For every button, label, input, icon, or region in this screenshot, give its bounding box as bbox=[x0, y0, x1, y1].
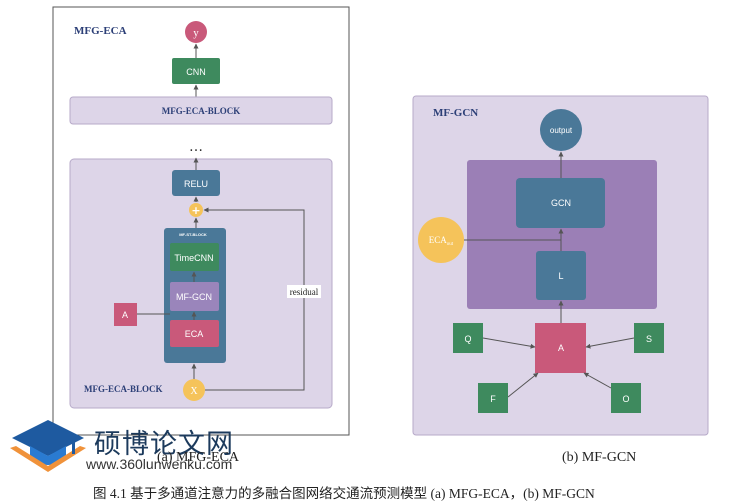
s-label: S bbox=[646, 334, 652, 344]
f-label: F bbox=[490, 394, 496, 404]
eca-out-main: ECA bbox=[429, 235, 448, 245]
o-node bbox=[611, 383, 641, 413]
q-label: Q bbox=[464, 334, 471, 344]
a-input-label: A bbox=[122, 310, 128, 320]
timecnn-label: TimeCNN bbox=[174, 253, 213, 263]
f-node bbox=[478, 383, 508, 413]
y-output-node bbox=[185, 21, 207, 43]
mfg-eca-block-bottom-label: MFG-ECA-BLOCK bbox=[84, 384, 163, 394]
mf-st-block-label: MF-ST-BLOCK bbox=[179, 232, 207, 237]
a-input-node bbox=[114, 303, 137, 326]
eca-out-subscript: out bbox=[447, 242, 454, 247]
relu-node bbox=[172, 170, 220, 196]
l-label: L bbox=[558, 271, 563, 281]
right-panel-title: MF-GCN bbox=[433, 107, 478, 119]
residual-label-bg bbox=[287, 285, 321, 298]
output-label: output bbox=[550, 126, 573, 135]
mfg-eca-block-top-label: MFG-ECA-BLOCK bbox=[162, 106, 241, 116]
watermark-logo: 硕博论文网 www.360lunwenku.com bbox=[8, 412, 268, 476]
relu-label: RELU bbox=[184, 179, 208, 189]
plus-node bbox=[189, 203, 203, 217]
gcn-container bbox=[467, 160, 657, 309]
a-center-node bbox=[535, 323, 586, 373]
eca-node bbox=[170, 320, 219, 347]
watermark-url: www.360lunwenku.com bbox=[86, 456, 233, 472]
figure-caption: 图 4.1 基于多通道注意力的多融合图网络交通流预测模型 (a) MFG-ECA… bbox=[93, 486, 595, 501]
eca-label: ECA bbox=[185, 329, 204, 339]
left-panel-caption: (a) MFG-ECA bbox=[157, 450, 240, 465]
graduation-cap-icon bbox=[10, 420, 86, 472]
o-to-a-edge bbox=[583, 372, 612, 389]
s-to-a-edge bbox=[585, 337, 635, 349]
mfgcn-label: MF-GCN bbox=[176, 292, 212, 302]
mfgcn-node bbox=[170, 282, 219, 311]
timecnn-node bbox=[170, 243, 219, 271]
s-node bbox=[634, 323, 664, 353]
x-input-node bbox=[183, 379, 205, 401]
x-input-label: X bbox=[190, 386, 198, 397]
gcn-node bbox=[516, 178, 605, 228]
residual-label: residual bbox=[290, 287, 319, 297]
eca-out-node bbox=[418, 217, 464, 263]
gcn-label: GCN bbox=[551, 198, 571, 208]
watermark-title: 硕博论文网 bbox=[94, 429, 234, 460]
residual-edge bbox=[203, 207, 305, 391]
q-node bbox=[453, 323, 483, 353]
a-center-label: A bbox=[558, 343, 564, 353]
left-panel-title: MFG-ECA bbox=[74, 25, 127, 37]
q-to-a-edge bbox=[482, 337, 536, 349]
output-node bbox=[540, 109, 582, 151]
mfg-eca-block-top bbox=[69, 96, 333, 125]
block-ellipsis: … bbox=[189, 139, 203, 155]
eca-out-label: ECAout bbox=[429, 235, 454, 247]
y-output-label: y bbox=[193, 27, 199, 39]
right-panel-caption: (b) MF-GCN bbox=[562, 450, 637, 465]
f-to-a-edge bbox=[507, 372, 539, 398]
plus-label: + bbox=[191, 204, 200, 217]
l-node bbox=[536, 251, 586, 300]
cnn-label: CNN bbox=[186, 67, 206, 77]
o-label: O bbox=[622, 394, 629, 404]
cnn-node bbox=[172, 58, 220, 84]
